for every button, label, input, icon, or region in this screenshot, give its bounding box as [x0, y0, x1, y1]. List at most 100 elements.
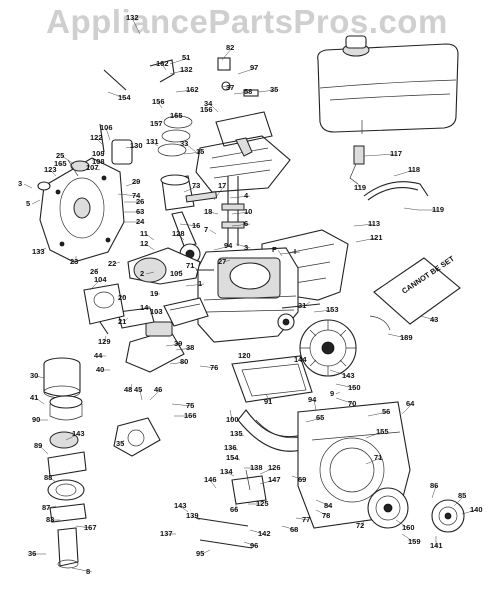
leader-line — [95, 267, 99, 273]
leader-line — [35, 375, 45, 379]
part-label-77: 77 — [302, 515, 310, 524]
part-label-73: 73 — [192, 181, 200, 190]
leader-line — [213, 185, 225, 201]
cylinder-head — [195, 111, 291, 193]
part-label-78: 78 — [322, 511, 330, 520]
leader-line — [97, 153, 105, 157]
part-label-69: 69 — [298, 475, 306, 484]
part-label-80: 80 — [180, 357, 188, 366]
leader-line — [165, 343, 181, 347]
part-label-35: 35 — [270, 85, 278, 94]
part-label-2: 2 — [140, 269, 144, 278]
throttle-linkage — [195, 469, 267, 549]
leader-line — [39, 445, 49, 455]
leader-line — [367, 411, 389, 417]
leader-line — [335, 391, 341, 395]
part-label-167: 167 — [84, 523, 97, 532]
leader-line — [49, 169, 57, 177]
part-label-64: 64 — [406, 399, 415, 408]
part-label-5: 5 — [26, 199, 30, 208]
leader-line — [315, 499, 331, 507]
part-label-113: 113 — [368, 219, 380, 228]
part-label-94: 94 — [308, 395, 317, 404]
hardware-bits — [103, 57, 321, 309]
leader-line — [305, 417, 323, 423]
part-label-154: 154 — [118, 93, 131, 102]
part-label-159: 159 — [408, 537, 421, 546]
part-label-23: 23 — [70, 257, 78, 266]
part-label-75: 75 — [186, 401, 194, 410]
leader-line — [71, 567, 93, 573]
part-label-119: 119 — [432, 205, 444, 214]
leader-line — [89, 279, 101, 291]
flywheel — [299, 319, 357, 377]
part-label-26: 26 — [136, 197, 144, 206]
part-label-22: 22 — [108, 259, 116, 268]
leader-line — [353, 223, 375, 227]
part-label-107: 107 — [86, 163, 99, 172]
part-label-84: 84 — [324, 501, 333, 510]
leader-line — [169, 361, 187, 365]
part-label-88: 88 — [44, 473, 52, 482]
part-label-141: 141 — [430, 541, 443, 550]
leader-line — [401, 533, 415, 543]
leader-line — [171, 403, 193, 407]
leader-line — [185, 283, 205, 287]
part-label-51: 51 — [182, 53, 190, 62]
part-label-87: 87 — [42, 503, 50, 512]
leader-line — [453, 495, 465, 507]
leader-line — [23, 183, 33, 189]
leader-line — [233, 91, 251, 95]
part-label-19: 19 — [150, 289, 158, 298]
part-label-165: 165 — [170, 111, 183, 120]
leader-line — [313, 309, 333, 313]
leader-line — [161, 63, 167, 71]
part-label-43: 43 — [430, 315, 438, 324]
part-label-129: 129 — [98, 337, 111, 346]
part-label-134: 134 — [220, 467, 233, 476]
part-label-70: 70 — [348, 399, 356, 408]
part-label-137: 137 — [160, 529, 173, 538]
part-label-65: 65 — [316, 413, 324, 422]
part-label-I: I — [294, 247, 296, 256]
leader-line — [259, 467, 275, 475]
leader-line — [291, 475, 305, 481]
part-label-25: 25 — [56, 151, 64, 160]
part-label-140: 140 — [470, 505, 483, 514]
part-label-15: 15 — [196, 147, 204, 156]
leader-line — [105, 127, 111, 141]
leader-line — [139, 389, 143, 401]
leader-line — [335, 397, 355, 405]
crankcase-cover — [39, 157, 125, 263]
engine-block — [197, 247, 299, 343]
part-label-136: 136 — [224, 443, 237, 452]
part-label-63: 63 — [136, 207, 144, 216]
leader-line — [149, 389, 161, 401]
part-label-18: 18 — [204, 207, 212, 216]
part-label-36: 36 — [28, 549, 36, 558]
leader-line — [145, 233, 155, 241]
leader-line — [179, 223, 199, 227]
part-label-71: 71 — [374, 453, 382, 462]
part-label-142: 142 — [258, 529, 271, 538]
leader-line — [279, 251, 301, 255]
part-label-162: 162 — [186, 85, 199, 94]
leader-line — [235, 243, 251, 249]
part-label-135: 135 — [230, 429, 243, 438]
leader-line — [145, 243, 155, 251]
part-label-83: 83 — [46, 515, 54, 524]
part-label-8: 8 — [86, 567, 90, 576]
part-label-35: 35 — [116, 439, 124, 448]
leader-line — [387, 333, 407, 339]
leader-line — [35, 397, 45, 405]
part-label-17: 17 — [218, 181, 226, 190]
part-label-132: 132 — [180, 65, 193, 74]
leader-line — [357, 183, 361, 189]
leader-line — [113, 261, 121, 265]
leader-line — [209, 479, 217, 489]
leader-line — [191, 265, 199, 271]
leader-line — [229, 195, 251, 199]
starter-cup — [431, 499, 465, 533]
